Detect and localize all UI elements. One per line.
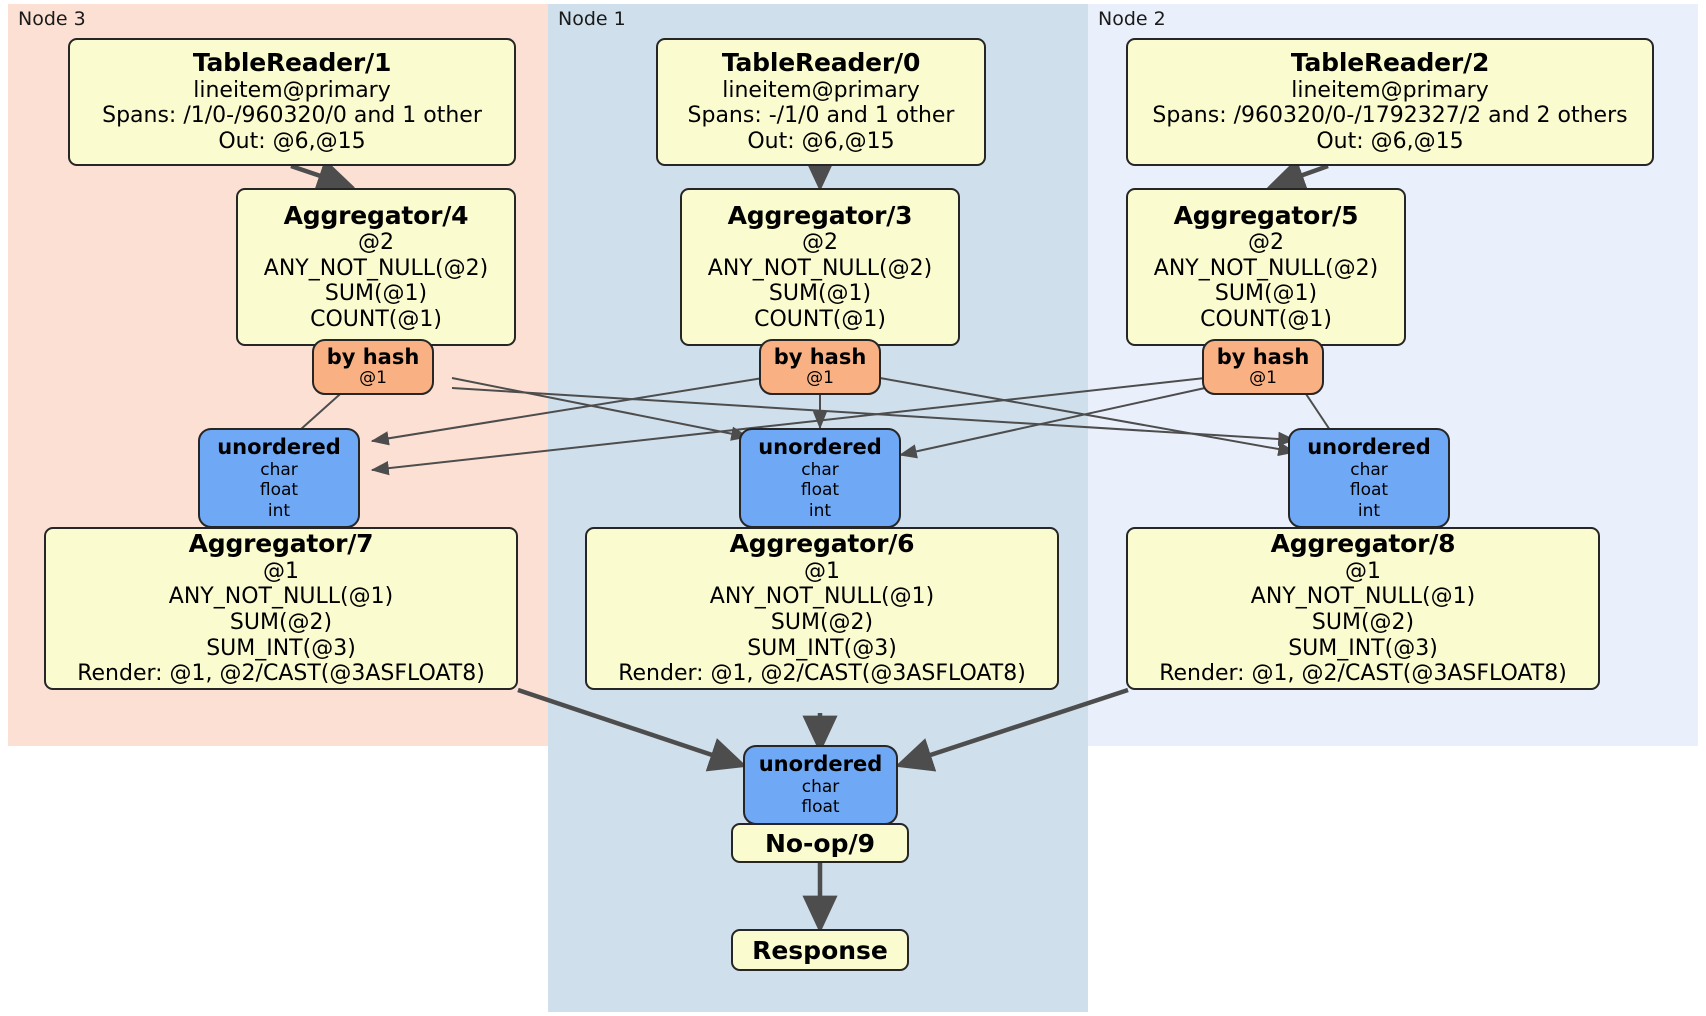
router-title: by hash [773,344,867,369]
processor-aggregator-7[interactable]: Aggregator/7 @1 ANY_NOT_NULL(@1) SUM(@2)… [44,527,518,690]
processor-table-reader-0[interactable]: TableReader/0 lineitem@primary Spans: -/… [656,38,986,166]
processor-line: @2 [358,230,394,256]
processor-aggregator-6[interactable]: Aggregator/6 @1 ANY_NOT_NULL(@1) SUM(@2)… [585,527,1059,690]
processor-line: SUM(@2) [770,610,874,635]
region-node-2-label: Node 2 [1098,8,1166,30]
processor-line: ANY_NOT_NULL(@2) [263,255,489,281]
stream-line: float [800,480,840,501]
stream-title: unordered [758,435,882,460]
processor-line: @2 [802,230,838,256]
stream-line: char [260,459,298,480]
processor-title: Aggregator/3 [727,200,913,230]
processor-line: @1 [1345,558,1381,584]
router-by-hash-node-1[interactable]: by hash @1 [759,339,881,395]
stream-unordered-node-2[interactable]: unordered char float int [1288,428,1450,528]
router-title: by hash [326,344,420,369]
stream-title: unordered [1307,435,1431,460]
processor-line: COUNT(@1) [1200,306,1332,332]
processor-line: ANY_NOT_NULL(@1) [168,584,394,610]
processor-title: Aggregator/6 [729,529,915,559]
stream-title: unordered [217,435,341,460]
processor-line: Spans: /1/0-/960320/0 and 1 other [102,103,482,129]
processor-line: ANY_NOT_NULL(@2) [1153,255,1379,281]
processor-line: Out: @6,@15 [1316,129,1464,154]
stream-line: float [801,797,840,818]
processor-line: SUM_INT(@3) [747,635,897,661]
processor-line: SUM(@1) [768,281,872,307]
processor-title: TableReader/2 [1290,48,1490,78]
processor-line: Spans: -/1/0 and 1 other [687,103,955,129]
region-node-3-label: Node 3 [18,8,86,30]
router-line: @1 [806,367,834,388]
processor-title: TableReader/0 [721,48,921,78]
processor-line: Render: @1, @2/CAST(@3ASFLOAT8) [77,661,485,687]
processor-line: lineitem@primary [722,77,920,103]
router-line: @1 [1249,367,1277,388]
processor-line: ANY_NOT_NULL(@1) [1250,584,1476,610]
processor-aggregator-5[interactable]: Aggregator/5 @2 ANY_NOT_NULL(@2) SUM(@1)… [1126,188,1406,346]
stream-title: unordered [758,752,883,777]
processor-line: SUM(@1) [324,281,428,307]
processor-line: COUNT(@1) [310,306,442,332]
router-by-hash-node-3[interactable]: by hash @1 [312,339,434,395]
processor-title: Aggregator/5 [1173,200,1359,230]
stream-line: float [1349,480,1389,501]
processor-line: SUM_INT(@3) [1288,635,1438,661]
processor-line: SUM(@1) [1214,281,1318,307]
processor-line: ANY_NOT_NULL(@2) [707,255,933,281]
processor-table-reader-1[interactable]: TableReader/1 lineitem@primary Spans: /1… [68,38,516,166]
processor-line: ANY_NOT_NULL(@1) [709,584,935,610]
stream-unordered-node-1[interactable]: unordered char float int [739,428,901,528]
processor-line: lineitem@primary [1291,77,1489,103]
processor-title: Aggregator/4 [283,200,469,230]
router-line: @1 [359,367,387,388]
region-node-1-label: Node 1 [558,8,626,30]
stream-line: int [808,500,832,521]
processor-table-reader-2[interactable]: TableReader/2 lineitem@primary Spans: /9… [1126,38,1654,166]
processor-title: TableReader/1 [192,48,392,78]
processor-title: Aggregator/7 [188,529,374,559]
processor-line: Render: @1, @2/CAST(@3ASFLOAT8) [1159,661,1567,687]
processor-line: @1 [263,558,299,584]
processor-title: Aggregator/8 [1270,529,1456,559]
processor-line: lineitem@primary [193,77,391,103]
processor-response[interactable]: Response [731,929,909,971]
processor-line: Out: @6,@15 [218,129,366,154]
processor-line: @1 [804,558,840,584]
processor-no-op-9[interactable]: No-op/9 [731,823,909,863]
processor-aggregator-8[interactable]: Aggregator/8 @1 ANY_NOT_NULL(@1) SUM(@2)… [1126,527,1600,690]
stream-line: char [801,776,840,797]
stream-unordered-node-3[interactable]: unordered char float int [198,428,360,528]
stream-line: int [1357,500,1381,521]
processor-line: SUM_INT(@3) [206,635,356,661]
stream-line: char [801,459,839,480]
stream-unordered-final[interactable]: unordered char float [743,745,898,825]
processor-line: SUM(@2) [1311,610,1415,635]
stream-line: char [1350,459,1388,480]
router-title: by hash [1216,344,1310,369]
processor-aggregator-3[interactable]: Aggregator/3 @2 ANY_NOT_NULL(@2) SUM(@1)… [680,188,960,346]
processor-aggregator-4[interactable]: Aggregator/4 @2 ANY_NOT_NULL(@2) SUM(@1)… [236,188,516,346]
processor-line: @2 [1248,230,1284,256]
processor-line: Out: @6,@15 [747,129,895,154]
processor-line: Spans: /960320/0-/1792327/2 and 2 others [1152,103,1628,129]
processor-line: Render: @1, @2/CAST(@3ASFLOAT8) [618,661,1026,687]
stream-line: int [267,500,291,521]
processor-line: SUM(@2) [229,610,333,635]
processor-line: COUNT(@1) [754,306,886,332]
stream-line: float [259,480,299,501]
router-by-hash-node-2[interactable]: by hash @1 [1202,339,1324,395]
